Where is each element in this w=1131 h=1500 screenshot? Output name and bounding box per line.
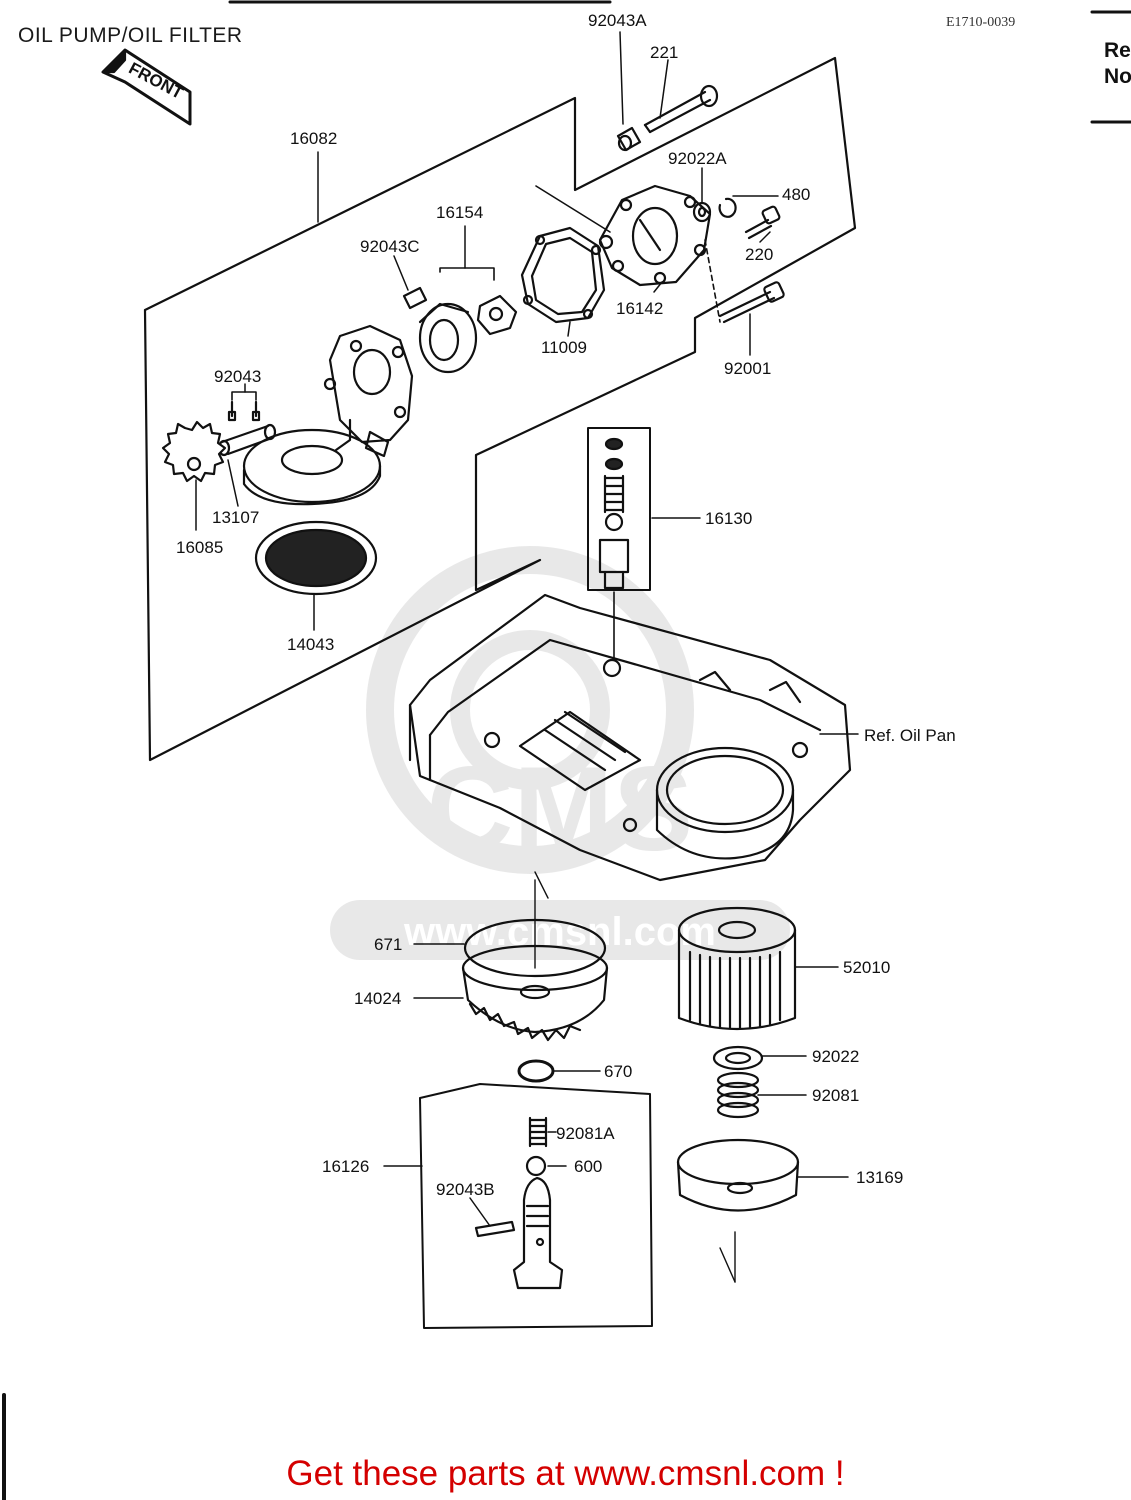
diagram-code: E1710-0039 — [946, 15, 1016, 30]
pump-cover-16142-icon — [598, 184, 712, 287]
oil-filter-52010-icon — [677, 906, 797, 1031]
relief-valve-16130-icon — [598, 437, 630, 590]
part-label-92081A[interactable]: 92081A — [556, 1124, 615, 1143]
diagram-title: OIL PUMP/OIL FILTER — [18, 24, 243, 47]
ref-oil-pan-label[interactable]: Ref. Oil Pan — [864, 726, 956, 745]
bypass-valve-16126-icon — [474, 1116, 564, 1290]
part-label-92001[interactable]: 92001 — [724, 359, 772, 378]
part-label-92043[interactable]: 92043 — [214, 367, 262, 386]
part-label-220[interactable]: 220 — [745, 245, 774, 264]
leader-lines — [195, 31, 859, 1227]
filter-cover-14024-icon — [461, 944, 609, 1042]
circlip-480-icon — [718, 197, 737, 218]
part-label-221[interactable]: 221 — [650, 43, 679, 62]
shaft-13107-icon — [217, 423, 277, 457]
ref-note-line-1: Re — [1104, 39, 1131, 62]
part-label-92043B[interactable]: 92043B — [436, 1180, 495, 1199]
part-label-92022[interactable]: 92022 — [812, 1047, 860, 1066]
part-label-92022A[interactable]: 92022A — [668, 149, 727, 168]
part-label-480[interactable]: 480 — [782, 185, 811, 204]
rotor-outer-16154-icon — [418, 302, 478, 374]
part-label-11009[interactable]: 11009 — [541, 338, 588, 357]
part-label-16130[interactable]: 16130 — [705, 509, 753, 528]
part-label-16082[interactable]: 16082 — [290, 129, 338, 148]
bolt-92001-icon — [718, 281, 785, 324]
part-label-14043[interactable]: 14043 — [287, 635, 335, 654]
filter-cup-13169-icon — [676, 1138, 800, 1212]
sprocket-16085-icon — [161, 420, 227, 483]
part-label-16154[interactable]: 16154 — [436, 203, 484, 222]
oil-pan-icon — [408, 593, 852, 882]
washer-92022-hole — [724, 1051, 752, 1065]
bolt-221-icon — [643, 84, 719, 134]
rotor-inner-16154-icon — [476, 294, 518, 336]
part-label-671[interactable]: 671 — [374, 935, 403, 954]
watermark-logo-text: CMS — [427, 742, 694, 876]
bypass-valve-16126-box — [419, 1083, 653, 1329]
part-label-13107[interactable]: 13107 — [212, 508, 260, 527]
front-arrow-icon: FRONT — [101, 48, 192, 126]
screen-14043-icon — [254, 520, 378, 596]
callout-bracket-16154 — [439, 267, 495, 281]
o-ring-670-icon — [517, 1059, 555, 1083]
footer-shop-link[interactable]: Get these parts at www.cmsnl.com ! — [286, 1454, 845, 1493]
callout-bracket-92043 — [231, 391, 257, 401]
part-label-92081[interactable]: 92081 — [812, 1086, 860, 1105]
relief-valve-16130-box — [587, 427, 651, 591]
part-label-600[interactable]: 600 — [574, 1157, 603, 1176]
gasket-11009-icon — [520, 226, 606, 324]
arrow-line-right — [719, 1247, 736, 1283]
part-label-14024[interactable]: 14024 — [354, 989, 402, 1008]
part-label-13169[interactable]: 13169 — [856, 1168, 904, 1187]
o-ring-671-icon — [463, 918, 607, 978]
screw-220-icon — [744, 205, 781, 240]
part-label-16085[interactable]: 16085 — [176, 538, 224, 557]
spring-92081-icon — [716, 1071, 760, 1119]
oil-pump-body-icon — [242, 324, 414, 506]
pins-92043-icon — [227, 400, 261, 422]
part-label-16126[interactable]: 16126 — [322, 1157, 370, 1176]
part-label-16142[interactable]: 16142 — [616, 299, 664, 318]
ref-note-line-2: No — [1104, 65, 1131, 88]
part-label-92043C[interactable]: 92043C — [360, 237, 420, 256]
part-label-52010[interactable]: 52010 — [843, 958, 891, 977]
bracket-dashed-line — [704, 239, 721, 323]
bracket-line — [535, 185, 611, 233]
part-label-670[interactable]: 670 — [604, 1062, 633, 1081]
ref-note-fragment: Re No — [1104, 38, 1131, 90]
part-label-92043A[interactable]: 92043A — [588, 11, 647, 30]
cmsnl-watermark-logo: CMS www.cmsnl.com — [330, 546, 790, 960]
washer-92022-icon — [712, 1045, 764, 1071]
oil-pump-assembly-panel — [143, 56, 857, 762]
pin-92043C-icon — [402, 286, 428, 310]
arrow-line-left — [534, 871, 549, 899]
dowel-pin-92043A-icon — [616, 126, 642, 152]
